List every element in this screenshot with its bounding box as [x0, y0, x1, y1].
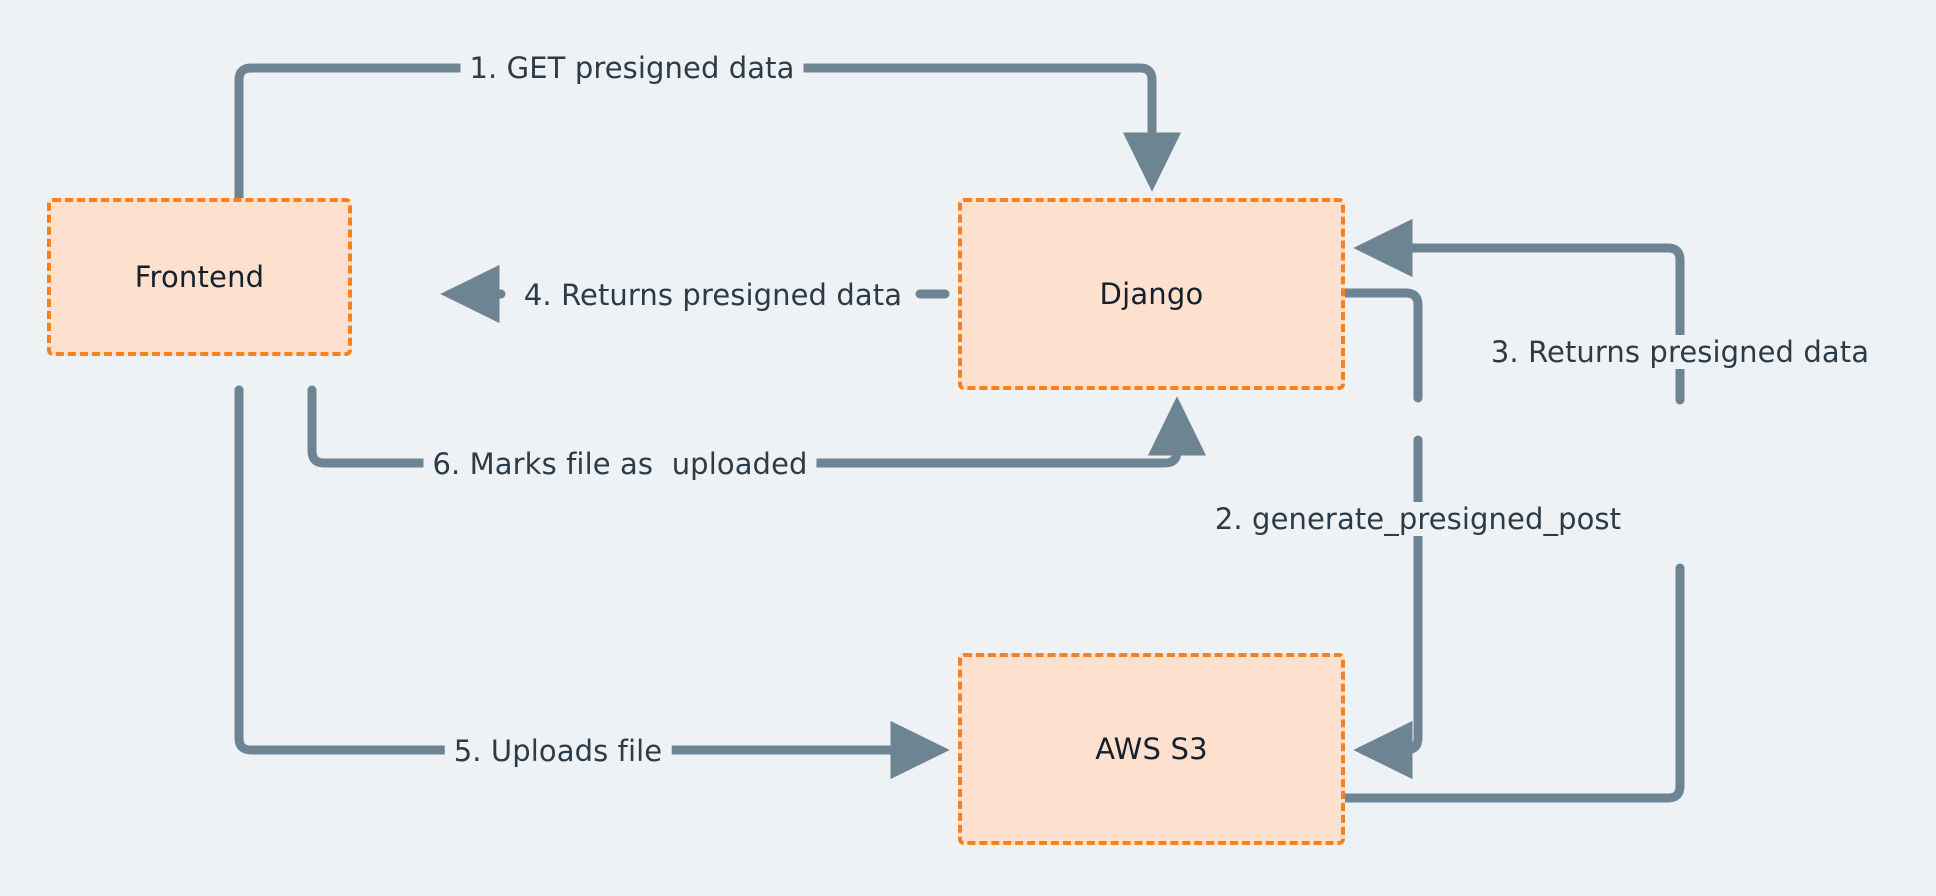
edge-label-4: 4. Returns presigned data: [514, 278, 912, 312]
edge-6-path: [307, 385, 512, 468]
node-frontend[interactable]: Frontend: [47, 198, 352, 356]
edge-1-path-b: [723, 63, 1182, 192]
node-django[interactable]: Django: [958, 198, 1345, 390]
edge-3-path-b: [1353, 218, 1685, 405]
node-aws-s3-label: AWS S3: [1095, 732, 1208, 766]
edge-label-6: 6. Marks file as uploaded: [423, 447, 817, 481]
edge-3-path: [1340, 563, 1685, 803]
node-django-label: Django: [1099, 277, 1204, 311]
node-frontend-label: Frontend: [134, 260, 265, 294]
edge-label-2: 2. generate_presigned_post: [1205, 502, 1631, 536]
edge-6-path-b: [728, 396, 1207, 468]
edge-label-3: 3. Returns presigned data: [1481, 335, 1879, 369]
edge-2-path-b: [1353, 435, 1423, 780]
node-aws-s3[interactable]: AWS S3: [958, 653, 1345, 845]
edge-2-path: [1340, 288, 1423, 403]
edge-label-5: 5. Uploads file: [444, 734, 672, 768]
edge-1-path: [234, 63, 540, 203]
edge-label-1: 1. GET presigned data: [460, 51, 804, 85]
edge-5-path: [234, 385, 505, 755]
